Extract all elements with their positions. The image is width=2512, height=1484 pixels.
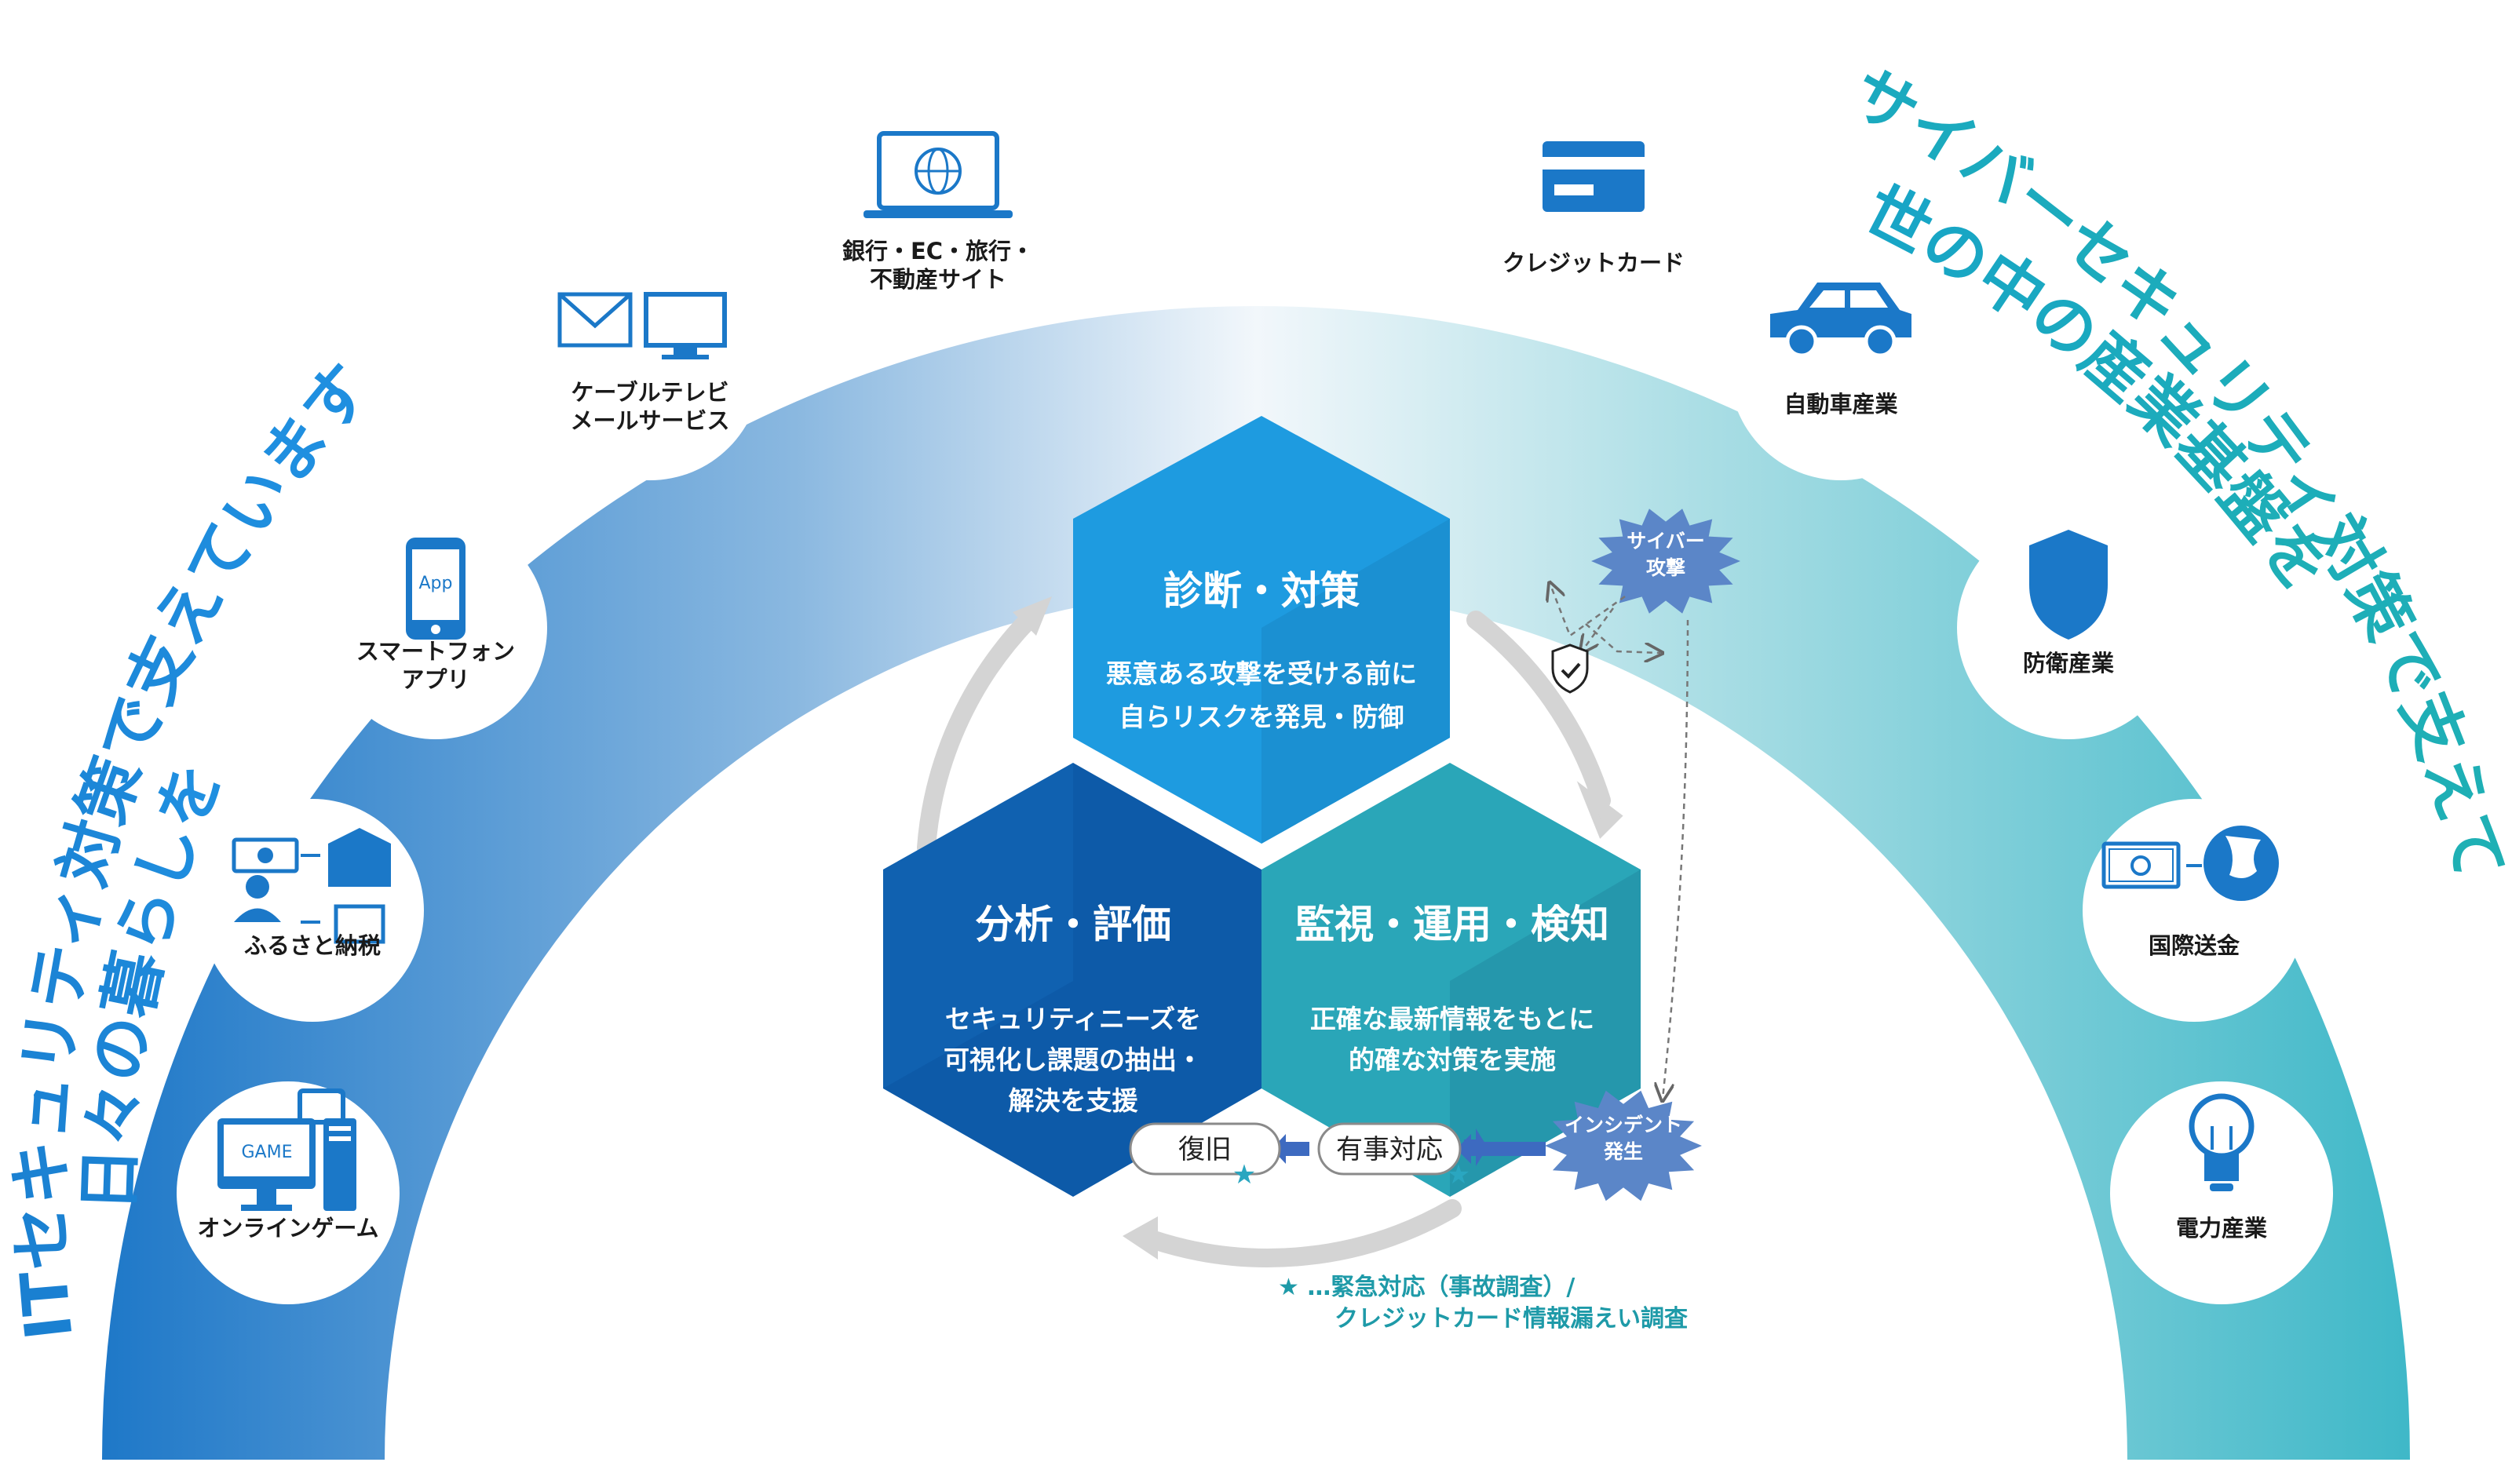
cycle-arrowhead-left — [1013, 596, 1052, 636]
attack-dashed-lines — [1550, 585, 1689, 1099]
hex-top-title: 診断・対策 — [1163, 568, 1360, 614]
footnote-line-2: クレジットカード情報漏えい調査 — [1334, 1305, 1688, 1333]
badge-circle — [2083, 799, 2306, 1022]
credit-card-icon — [1543, 141, 1645, 212]
badge-circle — [539, 257, 761, 480]
badge-light-bulb: 電力産業 — [2110, 1081, 2333, 1304]
furusato-tax-icon — [232, 828, 391, 944]
cycle-arrow-right — [1466, 611, 1611, 810]
recovery-pill-label: 復旧 — [1178, 1134, 1232, 1165]
badge-label: クレジットカード — [1502, 250, 1685, 276]
cyber-attack-label-2: 攻撃 — [1646, 556, 1685, 579]
star-icon: ★ — [1232, 1159, 1256, 1190]
badge-circle — [1482, 116, 1705, 339]
emergency-pill — [1317, 1122, 1462, 1176]
hex-top-desc-1: 悪意ある攻撃を受ける前に — [1106, 658, 1417, 689]
cyber-attack-burst: サイバー 攻撃 — [1591, 509, 1740, 614]
badge-label: ケーブルテレビ — [571, 379, 728, 406]
badge-game-pc: GAME オンラインゲーム — [177, 1081, 400, 1304]
smartphone-app-icon: App — [406, 538, 466, 640]
badge-furusato-tax: ふるさと納税 — [201, 799, 424, 1022]
recovery-pill — [1129, 1122, 1281, 1176]
hex-top-desc-2: 自らリスクを発見・防御 — [1119, 702, 1404, 732]
badge-label: メールサービス — [570, 407, 729, 434]
arch-band — [102, 306, 2410, 1460]
badge-circle — [827, 116, 1050, 339]
cycle-arrow-left — [917, 611, 1038, 857]
star-icon: ★ — [1447, 1159, 1470, 1190]
hexagon-cluster — [883, 416, 1641, 1197]
hex-left-desc-2: 可視化し課題の抽出・ — [944, 1045, 1203, 1075]
cycle-arrowhead-bottom — [1123, 1216, 1158, 1260]
emergency-pill-label: 有事対応 — [1336, 1134, 1443, 1165]
response-flow: 有事対応 ★ 復旧 ★ — [1129, 1122, 1546, 1190]
badge-label: 銀行・EC・旅行・ — [842, 238, 1034, 264]
car-icon — [1770, 283, 1911, 358]
hex-right-title: 監視・運用・検知 — [1295, 902, 1609, 947]
badge-circle — [177, 1081, 400, 1304]
hex-left-desc-3: 解決を支援 — [1009, 1085, 1139, 1116]
cycle-arrows — [917, 596, 1623, 1267]
incident-label-1: インシデント — [1565, 1114, 1682, 1136]
badge-label: スマートフォン — [356, 638, 515, 665]
badge-label: 不動産サイト — [870, 266, 1006, 293]
mail-tv-icon — [557, 292, 727, 359]
hex-left-title: 分析・評価 — [975, 902, 1171, 947]
badge-label: 自動車産業 — [1784, 391, 1897, 417]
badge-label: 防衛産業 — [2023, 650, 2114, 676]
cyber-attack-label-1: サイバー — [1627, 530, 1705, 552]
badge-label: オンラインゲーム — [197, 1215, 378, 1242]
cycle-arrowhead-right — [1576, 781, 1623, 839]
incident-burst: インシデント 発生 — [1545, 1090, 1702, 1201]
shield-check-icon — [1551, 644, 1589, 694]
laptop-globe-icon — [864, 131, 1013, 218]
cycle-arrow-bottom — [1145, 1199, 1462, 1267]
badge-car: 自動車産業 — [1729, 257, 1952, 480]
badge-circle — [201, 799, 424, 1022]
svg-text:GAME: GAME — [242, 1143, 293, 1162]
hex-left-desc-1: セキュリティニーズを — [945, 1004, 1201, 1034]
svg-text:App: App — [419, 574, 453, 593]
badge-label: ふるさと納税 — [244, 932, 381, 959]
badge-circle — [2110, 1081, 2333, 1304]
badge-shield: 防衛産業 — [1957, 516, 2180, 739]
incident-label-2: 発生 — [1603, 1140, 1643, 1163]
hex-right-desc-1: 正確な最新情報をもとに — [1310, 1004, 1594, 1034]
light-bulb-icon — [2189, 1093, 2255, 1191]
money-globe-icon — [2101, 826, 2279, 901]
game-pc-icon: GAME — [217, 1088, 356, 1211]
footnote-line-1: ★ …緊急対応（事故調査）/ — [1278, 1274, 1575, 1301]
badge-label: 電力産業 — [2176, 1215, 2267, 1242]
badge-credit-card: クレジットカード — [1482, 116, 1705, 339]
badge-laptop-globe: 銀行・EC・旅行・不動産サイト — [827, 116, 1050, 339]
badge-money-globe: 国際送金 — [2083, 799, 2306, 1022]
shield-icon — [2029, 530, 2108, 640]
hex-right-desc-2: 的確な対策を実施 — [1349, 1045, 1556, 1075]
badge-label: アプリ — [401, 666, 469, 693]
badge-label: 国際送金 — [2149, 932, 2240, 959]
